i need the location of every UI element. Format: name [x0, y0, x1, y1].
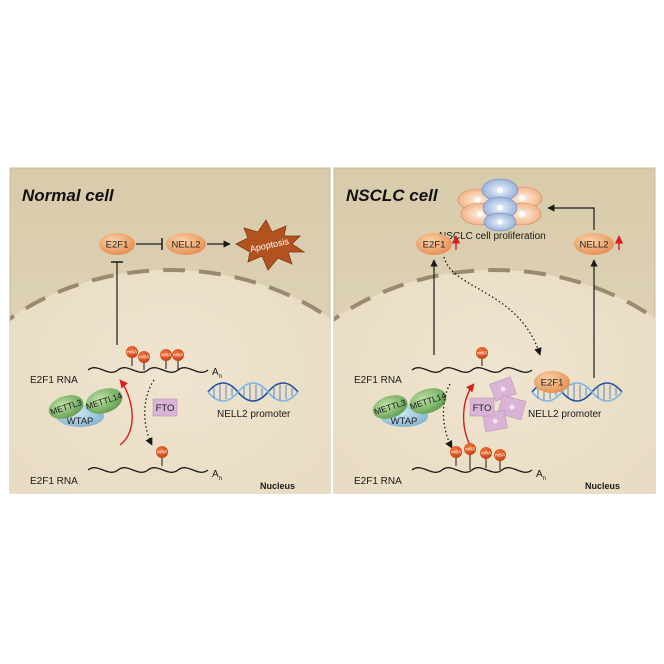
nuclear-envelope [10, 268, 330, 322]
m6a-mark [494, 449, 506, 461]
methylation-arrow [119, 379, 133, 446]
nsclc-cell-panel: NSCLC cell NSCLC cell proliferation E2F1… [333, 167, 656, 494]
e2f1-rna-strand-bottom [87, 467, 209, 473]
fto-cluster [469, 376, 527, 433]
e2f1-rna-strand-bottom [411, 467, 533, 473]
poly-a-tail-top: An [212, 367, 222, 380]
nucleus-label: Nucleus [585, 481, 620, 491]
demethylation-arrow [144, 379, 155, 446]
m6a-mark-label: m6A [451, 450, 462, 456]
nell2-protein-label: NELL2 [579, 240, 608, 251]
m6a-mark [464, 443, 476, 455]
fto-label: FTO [473, 403, 492, 414]
m6a-marks-top: m6A m6A m6A m6A [126, 346, 184, 370]
nell2-to-proliferation-arrow [547, 204, 595, 230]
m6a-mark [156, 446, 168, 458]
mettl14-oval [409, 388, 447, 414]
m6a-mark-label: m6A [477, 351, 488, 357]
m6a-mark-label: m6A [161, 353, 172, 359]
e2f1-rna-label-top: E2F1 RNA [354, 375, 402, 386]
nucleus-region [10, 270, 330, 493]
m6a-mark [480, 447, 492, 459]
e2f1-protein-oval [416, 233, 452, 255]
m6a-mark [138, 351, 150, 363]
panel-title: NSCLC cell [346, 186, 439, 205]
e2f1-rna-label-top: E2F1 RNA [30, 375, 78, 386]
poly-a-tail-bottom: An [536, 469, 546, 482]
mettl3-oval [48, 395, 84, 419]
poly-a-tail-bottom: An [212, 469, 222, 482]
e2f1-protein-label: E2F1 [423, 240, 446, 251]
m6a-mark [450, 446, 462, 458]
nucleus-region [334, 270, 655, 493]
m6a-mark [126, 346, 138, 358]
apoptosis-burst-icon [235, 219, 306, 271]
m6a-mark-label: m6A [495, 453, 506, 459]
nell2-protein-label: NELL2 [171, 240, 200, 251]
e2f1-rna-label-bottom: E2F1 RNA [354, 476, 402, 487]
nell2-protein-oval [166, 233, 206, 255]
m6a-mark-label: m6A [465, 447, 476, 453]
wtap-label: WTAP [67, 416, 94, 427]
m6a-mark-label: m6A [481, 451, 492, 457]
fto-label: FTO [156, 403, 175, 414]
m6a-mark-label: m6A [173, 353, 184, 359]
wtap-label: WTAP [391, 416, 418, 427]
e2f1-rna-label-bottom: E2F1 RNA [30, 476, 78, 487]
e2f1-rna-strand-top [411, 367, 533, 373]
normal-cell-panel: Normal cell E2F1 NELL2 Apoptosis m6A m6A [9, 167, 331, 494]
mettl3-oval [372, 395, 408, 419]
proliferation-label: NSCLC cell proliferation [439, 231, 546, 242]
m6a-mark [476, 347, 488, 359]
m6a-mark [160, 349, 172, 361]
proliferating-cells-icon [457, 178, 543, 232]
m6a-mark-label: m6A [139, 355, 150, 361]
nucleus-label: Nucleus [260, 481, 295, 491]
nell2-promoter-label: NELL2 promoter [528, 409, 602, 420]
e2f1-protein-label: E2F1 [106, 240, 129, 251]
fto-box [152, 398, 178, 417]
bound-e2f1-label: E2F1 [541, 378, 564, 389]
m6a-marks-bottom: m6A m6A m6A m6A [450, 443, 506, 470]
e2f1-rna-strand-top [87, 367, 209, 373]
nell2-promoter-label: NELL2 promoter [217, 409, 291, 420]
panel-title: Normal cell [22, 186, 115, 205]
nell2-promoter-dna [207, 382, 299, 402]
e2f1-protein-oval [99, 233, 135, 255]
nell2-protein-oval [574, 233, 614, 255]
methylation-arrow [442, 383, 453, 449]
mettl14-oval [85, 388, 123, 414]
m6a-mark-label: m6A [127, 350, 138, 356]
m6a-mark [172, 349, 184, 361]
m6a-mark-label: m6A [157, 450, 168, 456]
demethylation-arrow [462, 383, 475, 446]
nuclear-envelope [334, 268, 655, 322]
bound-e2f1-oval [534, 371, 570, 393]
